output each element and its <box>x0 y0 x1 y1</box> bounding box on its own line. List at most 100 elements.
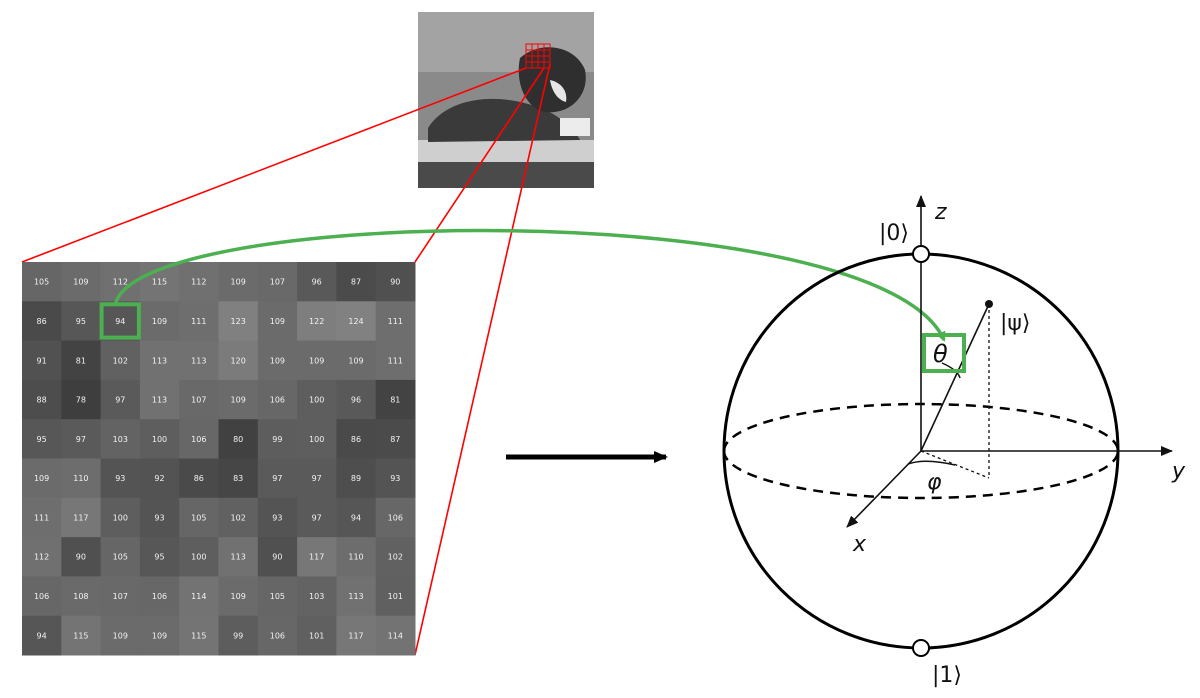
pixel-value: 90 <box>390 278 400 287</box>
equator-front <box>722 450 1120 500</box>
pixel-cell <box>218 262 259 302</box>
pixel-cell <box>297 262 337 302</box>
pixel-value: 114 <box>388 631 403 640</box>
pixel-cell <box>218 379 259 420</box>
pixel-cell <box>297 340 337 381</box>
pixel-value: 105 <box>34 278 49 287</box>
pixel-value: 102 <box>231 513 246 522</box>
pixel-value: 115 <box>152 278 167 287</box>
pixel-value: 97 <box>312 474 322 483</box>
pixel-value: 80 <box>233 435 243 444</box>
pixel-value: 86 <box>37 317 47 326</box>
pixel-value: 112 <box>113 278 128 287</box>
pixel-value: 93 <box>272 513 282 522</box>
phi-arc <box>907 460 956 466</box>
pixel-value: 111 <box>191 317 206 326</box>
state-vector <box>920 303 990 452</box>
pixel-cell <box>218 615 259 656</box>
pixel-value: 95 <box>76 317 86 326</box>
pixel-value: 111 <box>34 513 49 522</box>
pixel-value: 97 <box>312 513 322 522</box>
pixel-cell <box>179 497 219 538</box>
pixel-value: 88 <box>37 396 47 405</box>
pixel-value: 83 <box>233 474 243 483</box>
pixel-cell <box>375 458 416 499</box>
pixel-value: 95 <box>37 435 47 444</box>
pixel-cell <box>218 497 259 538</box>
pixel-value: 110 <box>73 474 88 483</box>
pixel-value: 108 <box>73 592 88 601</box>
sample-region-grid <box>525 43 551 69</box>
pixel-cell <box>336 458 377 499</box>
pixel-value: 109 <box>152 631 167 640</box>
pixel-value: 105 <box>191 513 206 522</box>
pixel-value: 107 <box>191 396 206 405</box>
pixel-cell <box>257 576 298 617</box>
pixel-value: 109 <box>270 317 285 326</box>
pixel-value: 90 <box>272 553 282 562</box>
pixel-value: 90 <box>76 553 86 562</box>
ket1-pole <box>912 639 930 657</box>
pixel-cell <box>297 576 337 617</box>
pixel-cell <box>375 537 416 577</box>
pixel-cell <box>336 615 377 656</box>
pixel-value: 117 <box>348 631 363 640</box>
pixel-value: 115 <box>73 631 88 640</box>
pixel-value: 112 <box>191 278 206 287</box>
pixel-value: 109 <box>231 396 246 405</box>
pixel-value: 106 <box>152 592 167 601</box>
pixel-value: 93 <box>390 474 400 483</box>
pixel-value: 86 <box>351 435 361 444</box>
pixel-cell <box>297 458 337 499</box>
pixel-value: 113 <box>231 553 246 562</box>
pixel-cell <box>100 458 141 499</box>
pixel-cell <box>218 301 259 342</box>
pixel-cell <box>100 537 141 577</box>
pixel-cell <box>336 340 377 381</box>
pixel-cell <box>61 537 102 577</box>
pixel-cell <box>375 340 416 381</box>
pixel-value: 113 <box>152 396 167 405</box>
pixel-value: 120 <box>231 356 246 365</box>
pixel-value: 122 <box>309 317 324 326</box>
pixel-value: 105 <box>270 592 285 601</box>
pixel-cell <box>100 301 141 342</box>
pixel-value: 106 <box>388 513 403 522</box>
pixel-value: 81 <box>390 396 400 405</box>
pixel-value: 96 <box>312 278 322 287</box>
pixel-cell <box>139 340 180 381</box>
pixel-value: 109 <box>348 356 363 365</box>
pixel-value: 117 <box>73 513 88 522</box>
pixel-cell <box>297 419 337 459</box>
pixel-value: 109 <box>152 317 167 326</box>
pixel-cell <box>375 576 416 617</box>
pixel-value: 109 <box>231 592 246 601</box>
ket0-label: |0⟩ <box>879 221 909 246</box>
pixel-value: 97 <box>115 396 125 405</box>
pixel-cell <box>61 497 102 538</box>
y-axis-label: y <box>1171 459 1186 484</box>
pixel-cell <box>100 615 141 656</box>
pixel-cell <box>100 379 141 420</box>
pixel-value: 109 <box>231 278 246 287</box>
pixel-value: 99 <box>233 631 243 640</box>
pixel-value: 101 <box>309 631 324 640</box>
pixel-value: 111 <box>388 356 403 365</box>
pixel-cell <box>257 537 298 577</box>
pixel-value: 109 <box>270 356 285 365</box>
pixel-cell <box>179 576 219 617</box>
pixel-value: 113 <box>191 356 206 365</box>
pixel-cell <box>336 419 377 459</box>
pixel-cell <box>218 576 259 617</box>
pixel-value: 106 <box>270 631 285 640</box>
pixel-cell <box>257 615 298 656</box>
pixel-value: 111 <box>388 317 403 326</box>
pixel-cell <box>375 419 416 459</box>
pixel-value: 91 <box>37 356 47 365</box>
theta-label: θ <box>933 340 948 368</box>
pixel-cell <box>179 301 219 342</box>
pixel-cell <box>139 497 180 538</box>
pixel-cell <box>257 301 298 342</box>
pixel-cell <box>375 301 416 342</box>
pixel-value: 87 <box>351 278 361 287</box>
